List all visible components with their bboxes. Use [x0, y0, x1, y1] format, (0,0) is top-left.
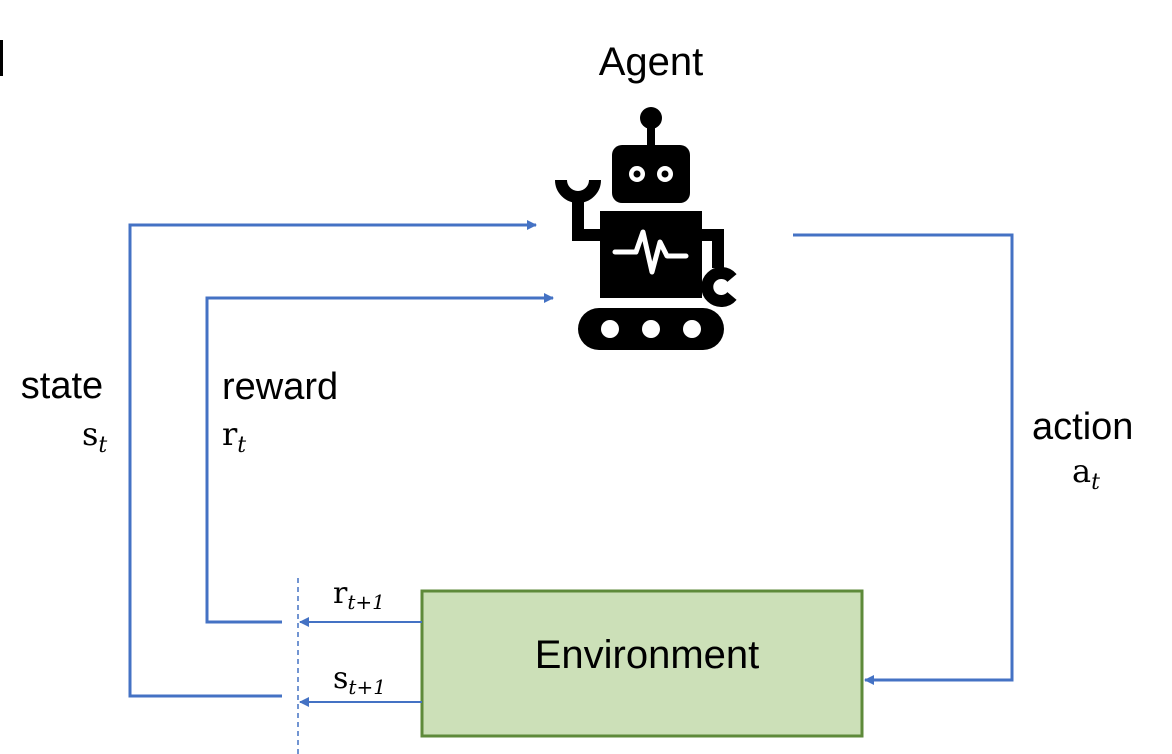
reward-label: reward — [222, 366, 338, 408]
edge-mark — [0, 40, 3, 76]
next-state-subscript: t+1 — [348, 675, 386, 699]
next-state-symbol: st+1 — [333, 661, 386, 699]
action-symbol: at — [1072, 452, 1100, 495]
state-symbol: st — [82, 415, 107, 458]
robot-icon — [555, 107, 737, 350]
agent-title: Agent — [599, 40, 704, 84]
next-reward-subscript: t+1 — [347, 590, 385, 614]
environment-box — [420, 589, 864, 738]
environment-label: Environment — [535, 633, 760, 677]
reward-symbol: rt — [222, 415, 246, 458]
action-arrow — [793, 233, 1014, 685]
action-label: action — [1032, 406, 1133, 448]
next-reward-symbol: rt+1 — [333, 576, 385, 614]
state-arrow — [128, 220, 537, 698]
reward-arrow — [205, 293, 554, 624]
flow-arrows — [128, 220, 1014, 707]
state-label: state — [21, 365, 103, 407]
state-subscript: t — [98, 433, 107, 458]
action-subscript: t — [1091, 470, 1100, 495]
reward-subscript: t — [237, 433, 246, 458]
